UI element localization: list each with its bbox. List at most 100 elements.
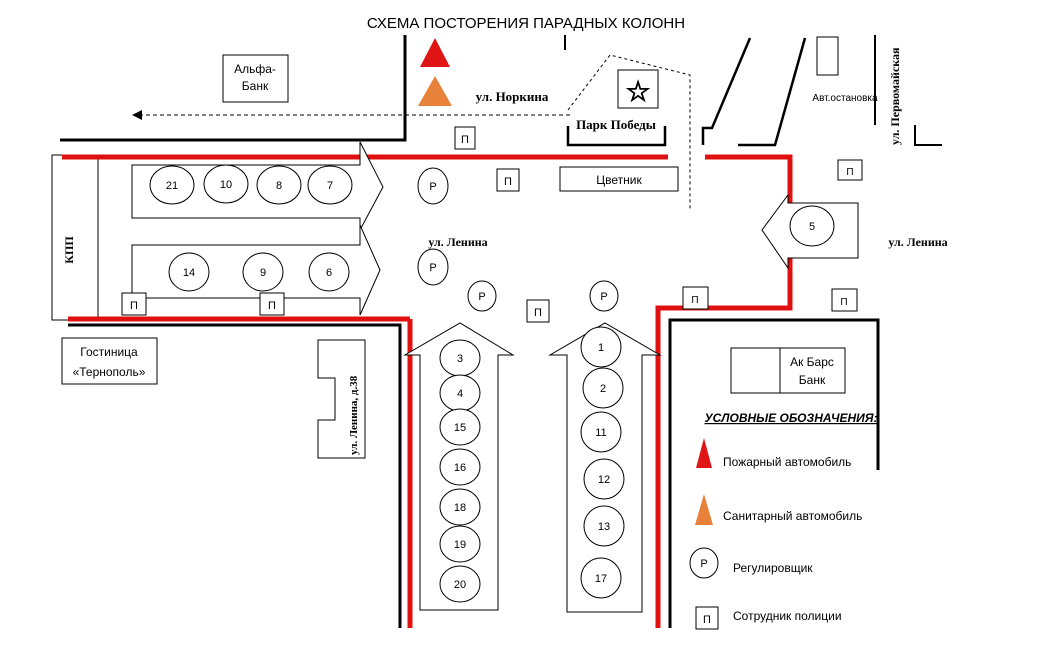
route-east — [655, 154, 793, 628]
column-circle-8: 8 — [256, 165, 302, 205]
column-circle-20: 20 — [439, 565, 481, 603]
legend-police-symbol: П — [703, 614, 711, 626]
legend-ambulance-label: Санитарный автомобиль — [723, 509, 862, 523]
fire-truck-marker — [420, 38, 450, 67]
regulator: Р — [467, 280, 497, 312]
column-number: 10 — [220, 179, 232, 191]
column-number: 2 — [600, 383, 606, 395]
road-line-1 — [701, 37, 752, 145]
diagram-title: СХЕМА ПОСТОРЕНИЯ ПАРАДНЫХ КОЛОНН — [367, 15, 685, 32]
svg-text:ул. Ленина, д.38: ул. Ленина, д.38 — [348, 375, 360, 455]
legend-regulator-icon — [689, 547, 719, 579]
building-corner-north-west — [60, 35, 407, 142]
legend-ambulance-icon — [695, 494, 713, 525]
column-number: 4 — [457, 388, 463, 400]
police-post: П — [259, 292, 285, 316]
road-line-2 — [738, 37, 807, 147]
police-post: П — [837, 159, 863, 181]
police-post: П — [496, 168, 520, 192]
hotel-ternopol: Гостиница «Тернополь» — [61, 337, 158, 385]
column-number: 3 — [457, 353, 463, 365]
column-number: 19 — [454, 539, 466, 551]
column-circle-11: 11 — [580, 411, 622, 453]
svg-text:П: П — [268, 300, 276, 312]
svg-text:Банк: Банк — [242, 79, 269, 93]
police-post: П — [831, 288, 858, 312]
column-circle-14: 14 — [168, 252, 210, 292]
star-icon: ☆ — [625, 76, 650, 107]
column-number: 21 — [166, 180, 178, 192]
building-lenina-38: ул. Ленина, д.38 — [317, 339, 366, 459]
legend-regulator-label: Регулировщик — [733, 561, 813, 575]
column-circle-2: 2 — [582, 367, 624, 409]
column-number: 9 — [260, 267, 266, 279]
column-circle-21: 21 — [149, 165, 195, 205]
svg-text:Р: Р — [429, 181, 436, 193]
column-circle-7: 7 — [307, 165, 353, 205]
flowerbed: Цветник — [559, 166, 679, 192]
column-number: 16 — [454, 462, 466, 474]
ambulance-marker — [418, 76, 452, 106]
svg-text:П: П — [691, 295, 698, 306]
legend-police-icon — [695, 606, 719, 630]
column-circle-3: 3 — [439, 339, 481, 377]
column-number: 14 — [183, 267, 195, 279]
column-circle-17: 17 — [580, 557, 622, 599]
column-number: 8 — [276, 180, 282, 192]
monument-star: ☆ — [617, 69, 659, 109]
svg-text:Альфа-: Альфа- — [234, 62, 276, 76]
svg-text:Банк: Банк — [799, 373, 826, 387]
bus-stop-label: Авт.остановка — [812, 93, 878, 104]
column-circle-18: 18 — [439, 488, 481, 526]
ak-bars-bank-building: Ак Барс Банк — [730, 347, 846, 394]
column-circle-15: 15 — [439, 408, 481, 446]
road-line-4 — [914, 125, 942, 146]
police-post: П — [121, 292, 147, 316]
svg-text:П: П — [846, 167, 853, 178]
column-circle-1: 1 — [580, 326, 622, 368]
legend-regulator-symbol: Р — [700, 558, 707, 570]
column-circle-10: 10 — [203, 164, 249, 204]
svg-text:Цветник: Цветник — [596, 173, 642, 187]
legend-police-label: Сотрудник полиции — [733, 609, 842, 623]
svg-text:«Тернополь»: «Тернополь» — [73, 365, 146, 379]
svg-text:П: П — [461, 134, 469, 146]
svg-text:П: П — [534, 307, 542, 319]
svg-text:Ак Барс: Ак Барс — [790, 355, 834, 369]
column-number: 6 — [326, 267, 332, 279]
svg-text:Гостиница: Гостиница — [80, 345, 138, 359]
lenina-street-east-label: ул. Ленина — [888, 235, 947, 249]
legend: УСЛОВНЫЕ ОБОЗНАЧЕНИЯ: Пожарный автомобил… — [689, 411, 878, 630]
column-circle-13: 13 — [583, 505, 625, 547]
column-number: 12 — [598, 474, 610, 486]
regulator: Р — [417, 167, 449, 205]
column-circle-19: 19 — [439, 525, 481, 563]
column-number: 18 — [454, 502, 466, 514]
norkina-street-label: ул. Норкина — [476, 89, 549, 104]
police-post: П — [526, 299, 550, 323]
column-circle-16: 16 — [439, 448, 481, 486]
park-outline — [566, 126, 667, 147]
svg-text:Р: Р — [429, 262, 436, 274]
svg-text:П: П — [130, 300, 138, 312]
svg-text:П: П — [504, 176, 512, 188]
column-circle-6: 6 — [308, 252, 350, 292]
svg-text:Р: Р — [478, 291, 485, 303]
building-corner-south-east — [668, 318, 880, 628]
column-number: 15 — [454, 422, 466, 434]
legend-fire-truck-icon — [696, 438, 712, 468]
column-number: 17 — [595, 573, 607, 585]
legend-fire-truck-label: Пожарный автомобиль — [723, 455, 851, 469]
victory-park-label: Парк Победы — [576, 117, 656, 132]
column-circle-4: 4 — [439, 374, 481, 412]
lenina-street-center-label: ул. Ленина — [428, 235, 487, 249]
column-circle-5: 5 — [789, 205, 835, 247]
direction-arrow-west-head — [132, 110, 142, 120]
police-post: П — [454, 126, 476, 150]
column-number: 11 — [595, 427, 606, 439]
column-number: 5 — [809, 221, 815, 233]
column-number: 7 — [327, 180, 333, 192]
regulator: Р — [589, 280, 619, 312]
column-circle-12: 12 — [583, 458, 625, 500]
